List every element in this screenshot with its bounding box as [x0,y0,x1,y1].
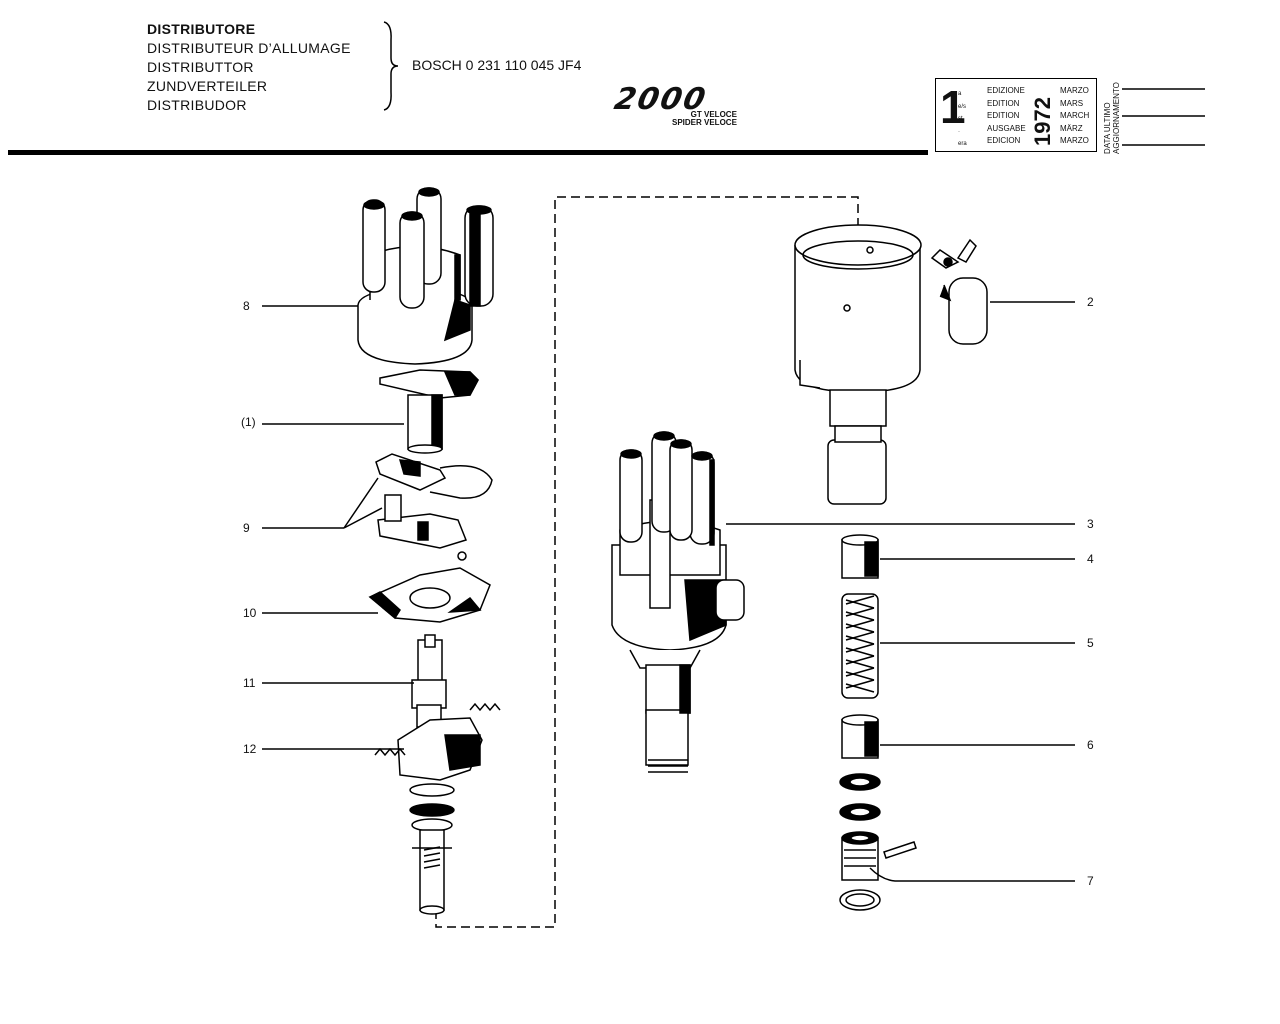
callout-8: 8 [243,299,250,313]
title-spanish: DISTRIBUDOR [147,97,247,113]
base-plate-drawing [368,551,491,623]
rotor-drawing [379,369,479,454]
title-italian: DISTRIBUTORE [147,21,256,37]
edition-month: MÄRZ [1060,123,1083,133]
edition-name: EDITION [987,98,1020,108]
edition-name: EDICION [987,136,1021,146]
callout-10: 10 [243,606,257,620]
callout-4: 4 [1087,552,1094,566]
edition-suffix: st [958,116,963,123]
model-sub-spider: SPIDER VELOCE [672,118,737,127]
leader-line-7 [869,867,1075,882]
callout-2: 2 [1087,295,1094,309]
part-number: BOSCH 0 231 110 045 JF4 [412,57,582,73]
advance-mechanism-drawing [374,702,501,915]
housing-drawing [794,224,988,505]
callout-1: (1) [241,415,256,429]
edition-month: MARS [1060,98,1084,108]
callout-7: 7 [1087,874,1094,888]
edition-names: EDIZIONE EDITION EDITION AUSGABE EDICION [987,85,1026,148]
assembled-distributor-drawing [611,431,745,773]
title-french: DISTRIBUTEUR D’ALLUMAGE [147,40,351,56]
callout-6: 6 [1087,738,1094,752]
edition-name: EDIZIONE [987,86,1025,95]
bushing-bottom-drawing [841,714,879,759]
leader-line-9b [343,507,383,529]
title-german: ZUNDVERTEILER [147,78,268,94]
edition-suffixes: a e/s st · era [958,88,967,151]
edition-months: MARZO MARS MARCH MÄRZ MARZO [1060,85,1089,148]
brace-icon [383,21,399,111]
callout-11: 11 [243,676,256,690]
title-english: DISTRIBUTTOR [147,59,254,75]
callout-3: 3 [1087,517,1094,531]
callout-9: 9 [243,521,250,535]
edition-month: MARZO [1060,86,1089,95]
edition-suffix: a [958,91,962,97]
bushing-top-drawing [841,534,879,579]
shaft-drawing [411,634,447,728]
contact-breaker-drawing [375,453,493,549]
model-subtitle: GT VELOCE SPIDER VELOCE [672,111,737,127]
distributor-cap-drawing [357,187,494,365]
leader-line-9a [343,477,379,529]
edition-name: AUSGABE [987,123,1026,133]
callout-12: 12 [243,742,257,756]
edition-suffix: era [958,141,967,148]
drive-gear-drawing [839,773,917,911]
callout-5: 5 [1087,636,1094,650]
sleeve-drawing [841,593,879,699]
edition-box [935,78,1097,152]
edition-suffix: e/s [958,103,967,110]
edition-number: 1 [940,81,966,133]
assembly-dashed-line [435,196,859,928]
edition-name: EDITION [987,111,1020,121]
model-sub-gt: GT VELOCE [690,110,737,119]
header-rule [8,150,928,155]
edition-month: MARCH [1060,111,1090,121]
title-block: DISTRIBUTORE DISTRIBUTEUR D’ALLUMAGE DIS… [147,20,351,115]
edition-suffix: · [958,128,960,135]
edition-month: MARZO [1060,136,1089,146]
